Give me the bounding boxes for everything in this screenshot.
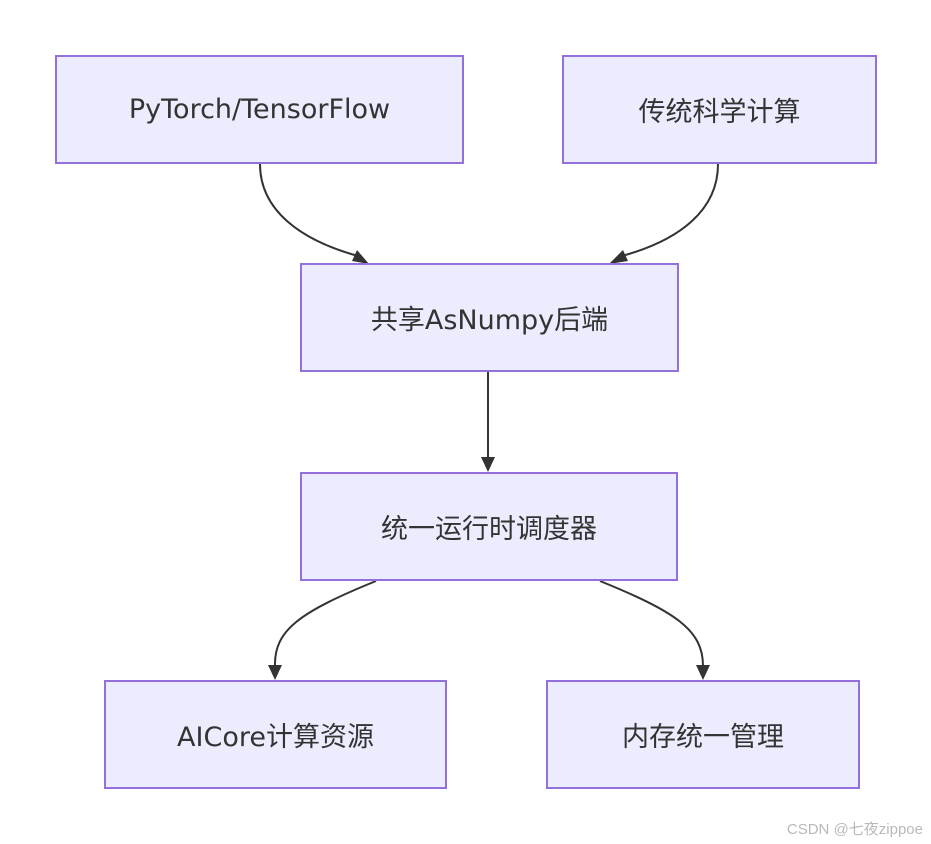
watermark: CSDN @七夜zippoe <box>786 821 923 838</box>
node-memory-label: 内存统一管理 <box>622 722 784 753</box>
arrowhead-scheduler-to-memory <box>696 665 710 680</box>
node-frameworks-label: PyTorch/TensorFlow <box>128 94 391 125</box>
node-scheduler-label: 统一运行时调度器 <box>381 514 597 545</box>
edge-scientific-to-backend <box>621 163 719 257</box>
arrowhead-frameworks-to-backend <box>352 250 369 264</box>
edge-scheduler-to-aicore <box>273 580 377 667</box>
arrowhead-scientific-to-backend <box>609 250 628 264</box>
node-scientific-label: 传统科学计算 <box>638 97 801 128</box>
node-scheduler: 统一运行时调度器 <box>300 472 678 581</box>
node-backend: 共享AsNumpy后端 <box>300 263 679 372</box>
edge-frameworks-to-backend <box>259 163 359 257</box>
node-scientific: 传统科学计算 <box>562 55 877 164</box>
arrowhead-backend-to-scheduler <box>481 457 495 472</box>
node-aicore: AICore计算资源 <box>104 680 447 789</box>
edge-scheduler-to-memory <box>599 580 704 667</box>
node-backend-label: 共享AsNumpy后端 <box>370 305 609 336</box>
node-aicore-label: AICore计算资源 <box>177 722 374 753</box>
node-memory: 内存统一管理 <box>546 680 860 789</box>
node-frameworks: PyTorch/TensorFlow <box>55 55 464 164</box>
arrowhead-scheduler-to-aicore <box>268 665 282 680</box>
